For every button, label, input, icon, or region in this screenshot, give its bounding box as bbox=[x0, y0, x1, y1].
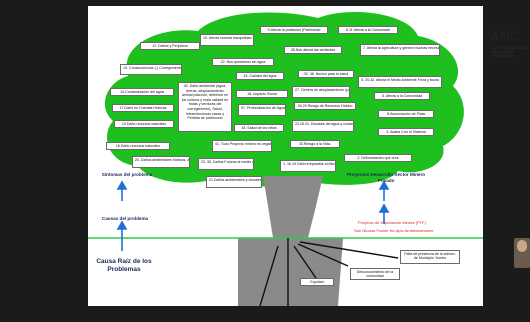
causas-label: Causas del problema bbox=[101, 216, 149, 221]
canopy-label: 9.Afecta la población (Patrimonio bbox=[260, 26, 328, 35]
arrows bbox=[116, 180, 390, 251]
canopy-label: 37. Profundización de Aguas bbox=[238, 104, 286, 116]
canopy-label: 33.Riesgo a la Vida. bbox=[290, 140, 340, 149]
canopy-label: 10. Afecta nuestra tranquilidad bbox=[200, 34, 254, 46]
canopy-label: 19.Daño recursos naturales bbox=[114, 120, 174, 129]
canopy-label: 26.29 Riesgo de Recursos Hídrico bbox=[294, 102, 356, 111]
canopy-label: 23.25.31. Escases del agua y contaminaci… bbox=[292, 120, 354, 132]
canopy-label: 13. Consecuencias (-) Corregimiento bbox=[120, 64, 182, 75]
canopy-label: 34. Salud de los niños bbox=[234, 124, 284, 133]
canopy-label-large-text: 42. Daño ambiental (agua, tierras, despl… bbox=[181, 84, 229, 121]
causa-raiz-label: Causa Raíz de los Problemas bbox=[96, 258, 152, 273]
canopy-label: 27. Genera de desplazamiento (para y ani… bbox=[292, 86, 350, 98]
canopy-label: 18. Impacto Social bbox=[236, 90, 288, 99]
root-label-desconocimiento: Desconocimiento de la comunidad bbox=[350, 268, 400, 280]
canopy-label: 41. Todo Proyecto minero es negativo bbox=[212, 140, 272, 152]
canopy-label: 21.Daños ambientales y visuales bbox=[206, 176, 262, 188]
tree-trunk bbox=[263, 176, 323, 238]
agency-logo: ANC bbox=[490, 28, 519, 44]
canopy-label-large: 42. Daño ambiental (agua, tierras, despl… bbox=[178, 82, 232, 132]
agency-logo-subtitle: AUTORIDAD NACIONAL DE LICENCIAS AMBIENTA… bbox=[492, 46, 528, 58]
root-label-falta-presencia: Falta de presencia de la admón. de Munic… bbox=[400, 250, 460, 264]
canopy-label: 12. Daños y Perjuicios bbox=[140, 42, 200, 51]
participant-face bbox=[517, 240, 527, 252]
canopy-label: 7. Afecta la agricultura y genera muchas… bbox=[360, 44, 440, 56]
canopy-label: 2. Deforestación que crea bbox=[344, 154, 412, 163]
canopy-label: 32, 38. Nocivo para la salud bbox=[298, 70, 354, 79]
canopy-label: 17.Daño en Cuentas Hídricas bbox=[112, 104, 174, 113]
canopy-label: 8.11 Afecta a la Comunidad bbox=[338, 26, 398, 35]
canopy-label: 14.Contaminación del agua bbox=[110, 88, 174, 97]
canopy-label: 22. Nos quedamos sin agua bbox=[212, 58, 274, 67]
root-label-equidad: Equidad bbox=[300, 278, 334, 287]
canopy-label: 6.Acumulación de Plata bbox=[378, 110, 434, 119]
slide: 12. Daños y Perjuicios 10. Afecta nuestr… bbox=[88, 6, 483, 306]
canopy-label: 24. Calidad del agua bbox=[236, 72, 284, 81]
canopy-label: 20. Daños ambientales hídricos, auditivo… bbox=[132, 156, 190, 168]
sintomas-label: Síntomas del problema bbox=[101, 172, 153, 177]
roots bbox=[259, 238, 399, 306]
canopy-label: 5. 20.42. Afecta el Medio Ambiente Flora… bbox=[358, 76, 442, 88]
canopy-label: 16.Daño recursos naturales bbox=[106, 142, 170, 151]
canopy-label: 3. Acaba Con el Sistema bbox=[378, 128, 434, 137]
canopy-label: 5. Afecta a la Comunidad bbox=[374, 92, 430, 101]
tree-base bbox=[238, 238, 343, 306]
proyecto-line-1: Proyecto de Explotación Minera (PTF). bbox=[358, 220, 427, 225]
proyectos-label: Proyectos Desarrollo Sector Minero Priva… bbox=[346, 172, 426, 183]
canopy-label: 22. 30. Daños Futuros al medio ambiente bbox=[198, 158, 254, 170]
canopy-label: 28.Nos afecta las vertientes bbox=[284, 46, 342, 55]
canopy-label: 1. 16.19 Daño irreparable al Medio Ambie… bbox=[280, 160, 336, 172]
proyecto-line-2: San Nicolás Fuvide No Apto Ambientalment… bbox=[354, 228, 434, 233]
